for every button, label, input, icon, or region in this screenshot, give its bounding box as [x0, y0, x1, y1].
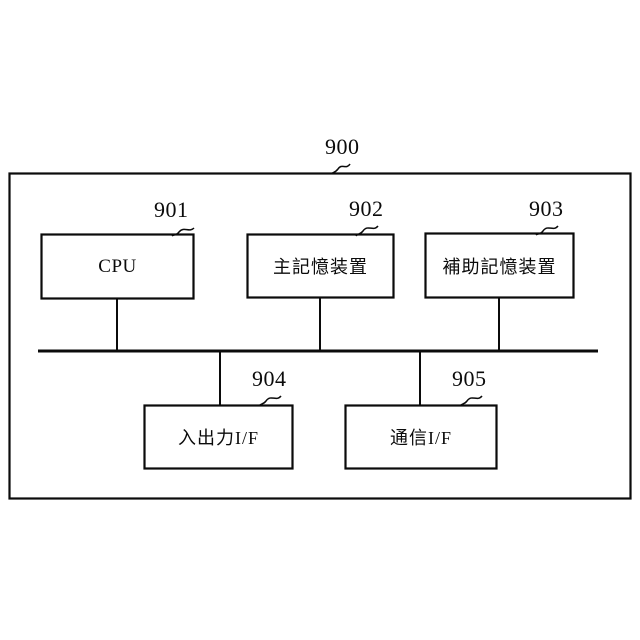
cpu-label: CPU [98, 255, 137, 277]
leader-line-904 [258, 395, 282, 407]
leader-line-903 [535, 225, 559, 236]
main-memory-label: 主記憶装置 [273, 257, 368, 277]
leader-line-900 [330, 163, 351, 175]
io-interface-box [143, 404, 294, 470]
reference-number-904: 904 [252, 366, 287, 391]
leader-line-901 [171, 227, 195, 237]
auxiliary-storage-label: 補助記憶装置 [442, 256, 557, 277]
computer-system-enclosure [8, 172, 632, 500]
reference-number-905: 905 [452, 366, 487, 391]
leader-line-902 [355, 225, 379, 237]
communication-interface-label: 通信I/F [389, 428, 452, 448]
reference-number-901: 901 [154, 197, 189, 222]
auxiliary-storage-box [424, 232, 575, 299]
cpu-box [40, 233, 195, 300]
io-interface-label: 入出力I/F [177, 428, 259, 448]
main-memory-box [246, 233, 395, 299]
reference-number-900: 900 [325, 134, 360, 159]
leader-line-905 [459, 395, 483, 407]
reference-number-902: 902 [349, 196, 384, 221]
communication-interface-box [344, 404, 498, 470]
reference-number-903: 903 [529, 196, 564, 221]
